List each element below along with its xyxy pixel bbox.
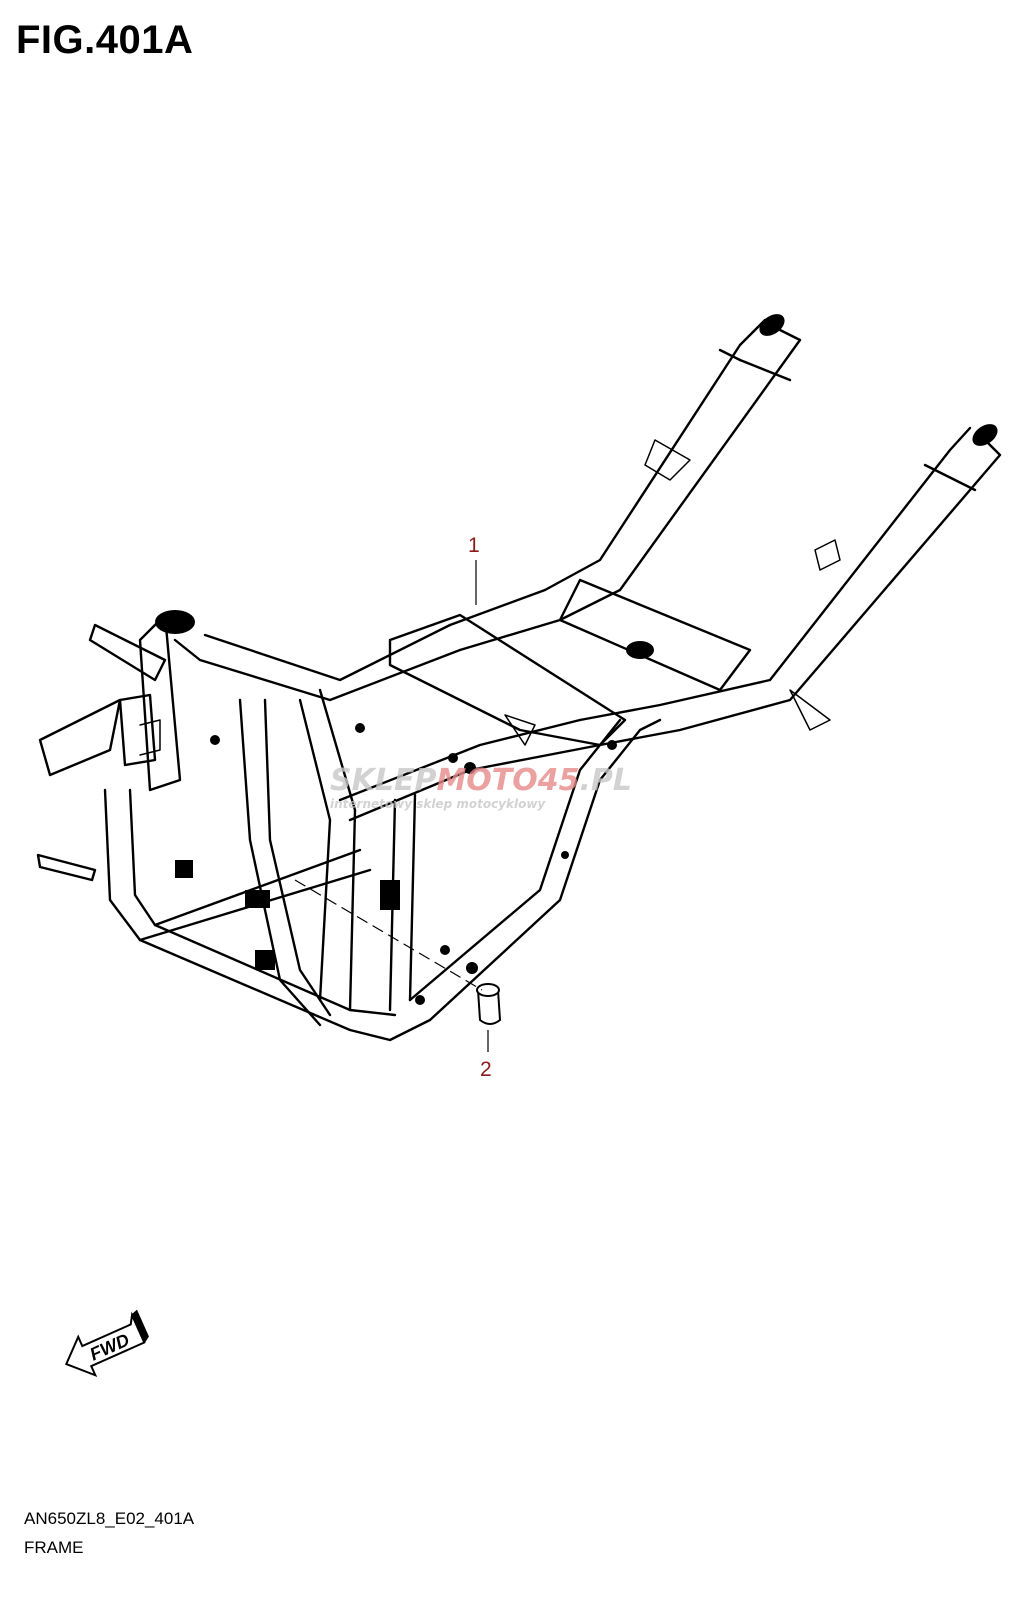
svg-text:SKLEPMOTO45.PL: SKLEPMOTO45.PL xyxy=(330,763,632,798)
callout-2-number: 2 xyxy=(480,1058,492,1081)
watermark-brand-c: 45 xyxy=(537,763,580,798)
watermark-brand-a: SKLEP xyxy=(330,763,436,798)
figure-title: FIG.401A xyxy=(16,18,194,62)
motorcycle-frame xyxy=(36,314,1002,1042)
drawing-code: AN650ZL8_E02_401A xyxy=(24,1509,195,1528)
fwd-arrow-icon: FWD xyxy=(64,1309,149,1378)
watermark-brand-b: MOTO xyxy=(436,763,537,798)
drawing-name: FRAME xyxy=(24,1538,84,1557)
callout-2-dashed-line xyxy=(294,879,483,991)
callout-1: 1 xyxy=(468,534,480,605)
collar-part xyxy=(476,983,502,1025)
watermark-brand-d: .PL xyxy=(580,763,633,798)
callout-2: 2 xyxy=(480,1030,492,1081)
watermark-tagline: internetowy sklep motocyklowy xyxy=(330,797,546,811)
callout-1-number: 1 xyxy=(468,534,480,557)
watermark: SKLEPMOTO45.PL internetowy sklep motocyk… xyxy=(330,763,632,811)
